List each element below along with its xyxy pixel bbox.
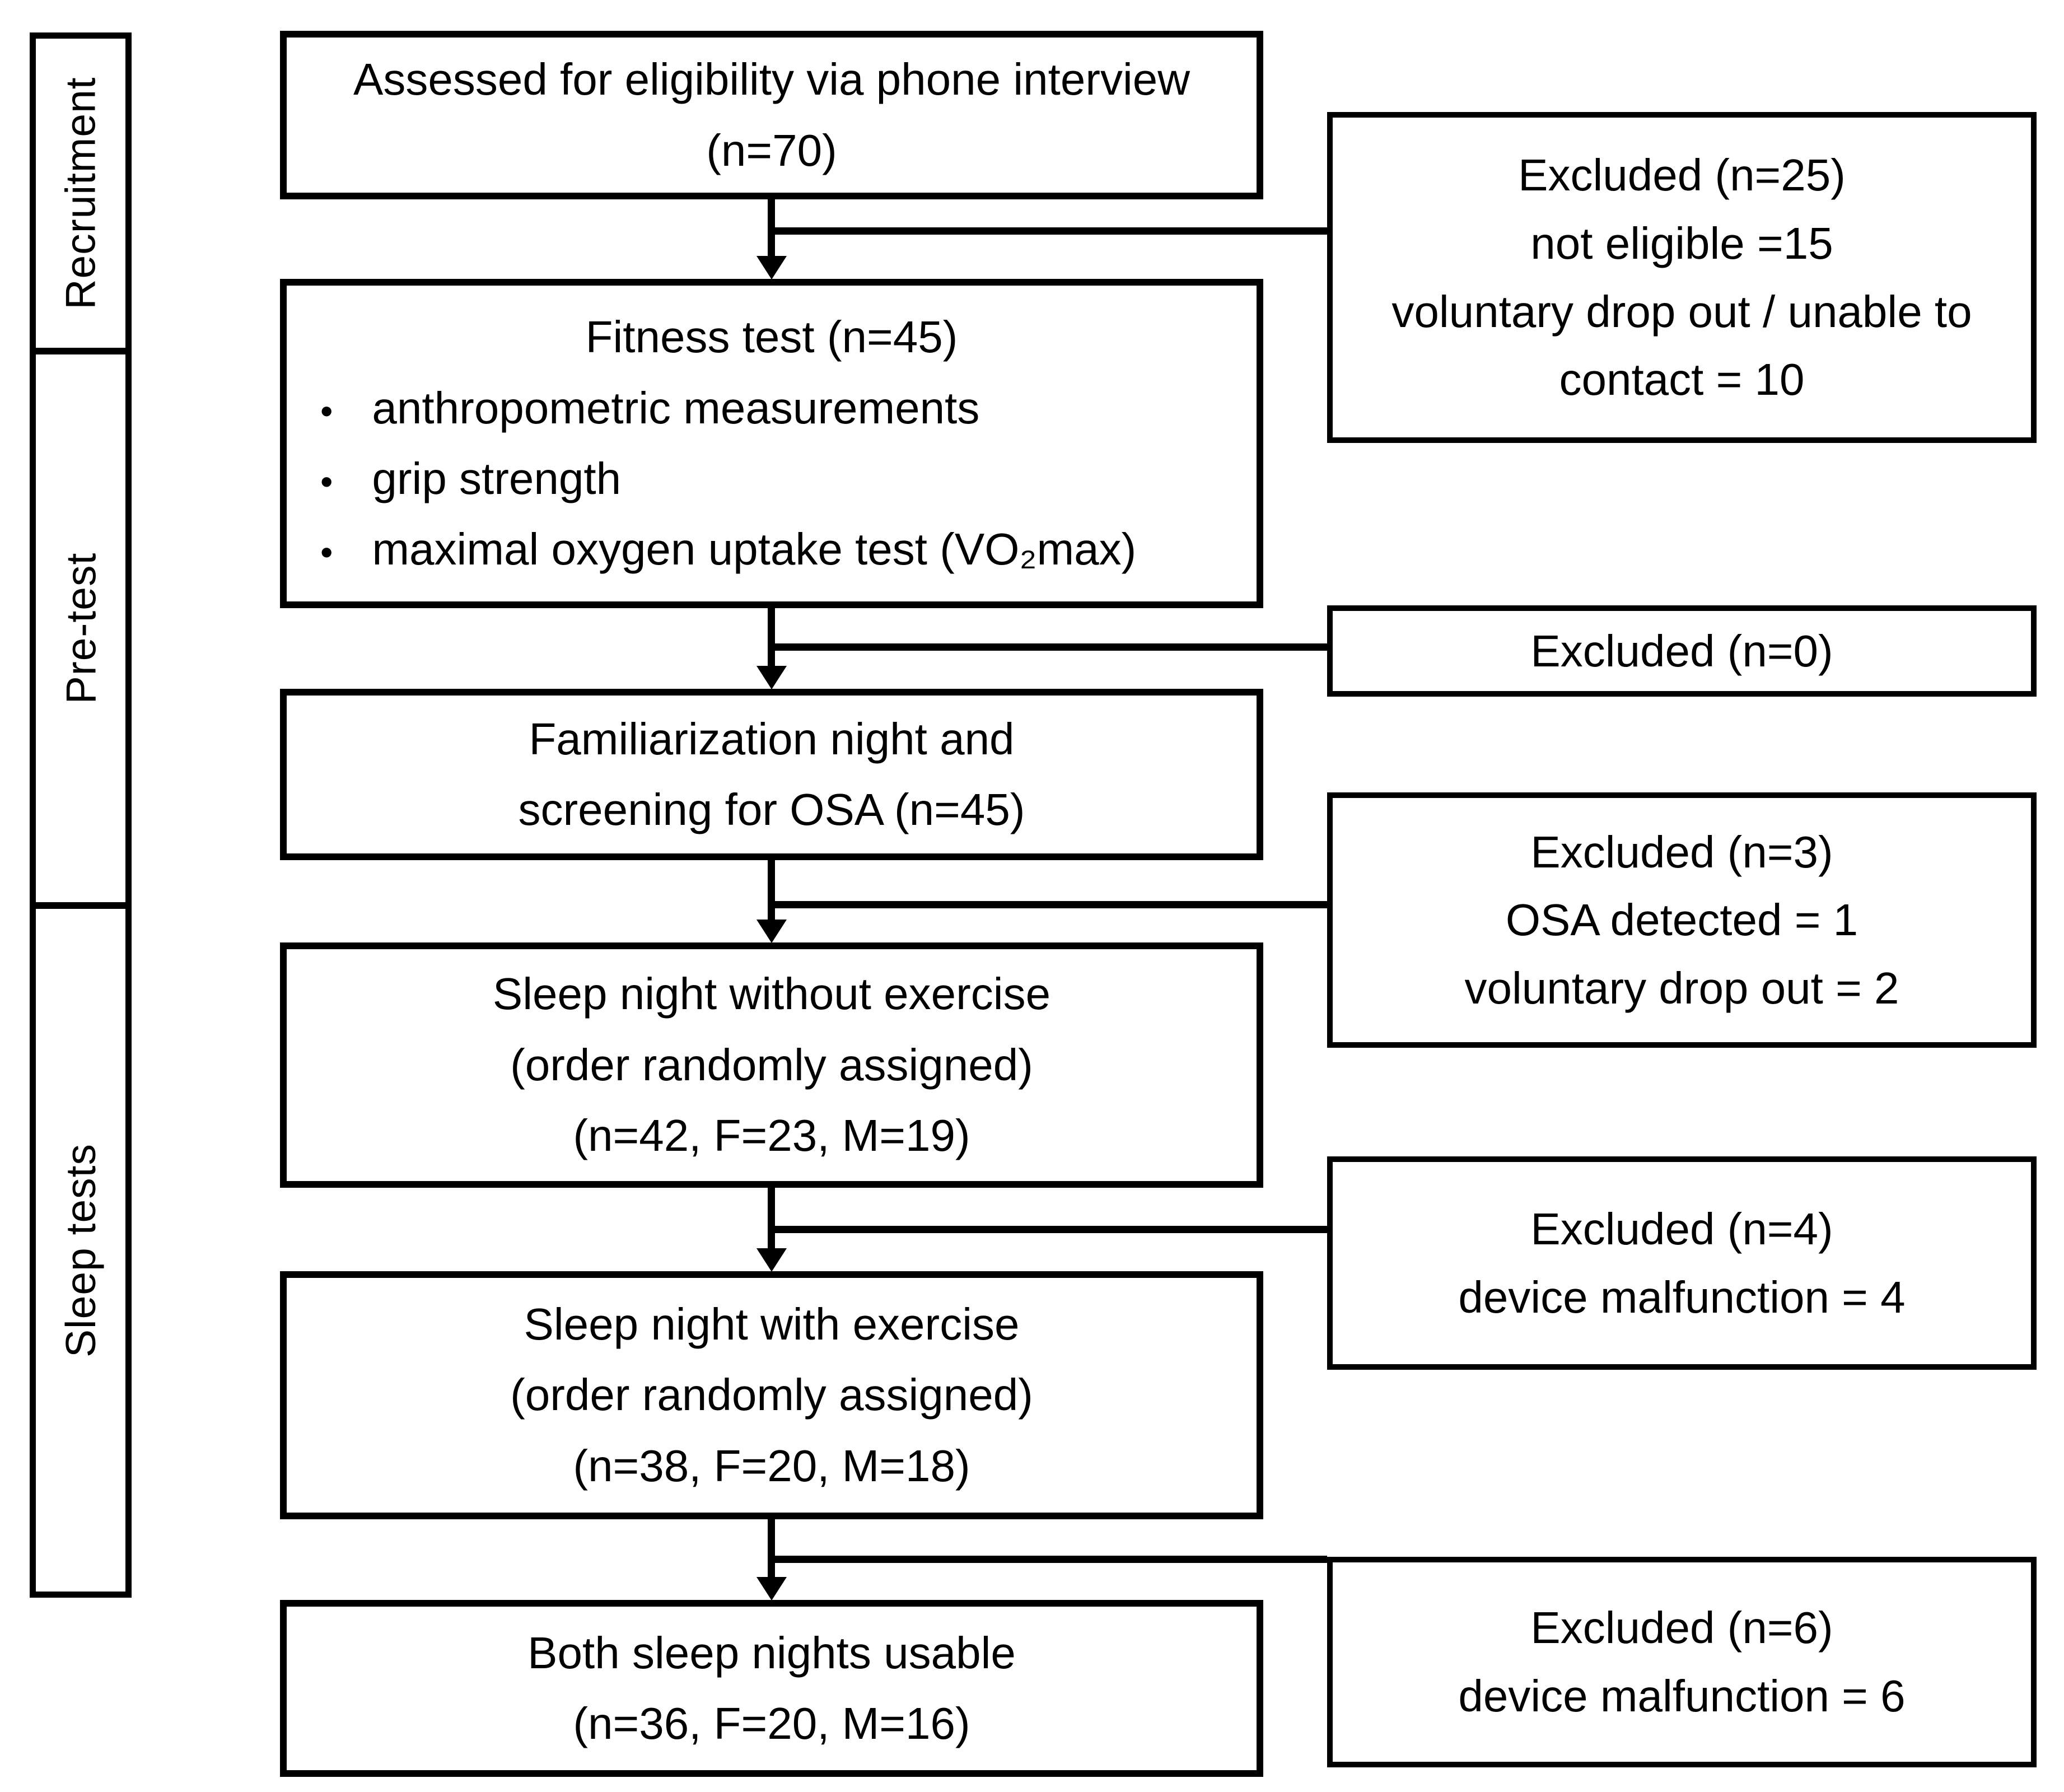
flow-box-eligibility: Assessed for eligibility via phone inter…	[280, 31, 1263, 199]
flow-box-sleep-without-exercise-line-2: (order randomly assigned)	[510, 1039, 1033, 1090]
flow-box-sleep-with-exercise-line-2: (order randomly assigned)	[510, 1370, 1033, 1420]
excluded-box-phone-screen-line-3: voluntary drop out / unable to	[1391, 286, 1972, 337]
excluded-box-osa-screening: Excluded (n=3) OSA detected = 1 voluntar…	[1327, 792, 2037, 1048]
connector-branch-3	[771, 901, 1327, 908]
flow-box-both-nights-usable: Both sleep nights usable (n=36, F=20, M=…	[280, 1600, 1263, 1777]
excluded-box-fitness-test-line-1: Excluded (n=0)	[1530, 626, 1833, 676]
excluded-box-osa-screening-line-2: OSA detected = 1	[1505, 895, 1858, 945]
connector-branch-1	[771, 227, 1327, 235]
arrow-down-icon	[757, 1577, 787, 1600]
connector-branch-5	[771, 1556, 1327, 1563]
flow-box-fitness-test: Fitness test (n=45) • anthropometric mea…	[280, 279, 1263, 608]
flow-box-both-nights-usable-line-1: Both sleep nights usable	[527, 1627, 1016, 1678]
excluded-box-phone-screen: Excluded (n=25) not eligible =15 volunta…	[1327, 112, 2037, 443]
excluded-box-night-with-exercise-line-1: Excluded (n=6)	[1530, 1603, 1833, 1653]
list-item: • grip strength	[287, 444, 1257, 514]
bullet-icon: •	[320, 532, 333, 573]
connector-stem-3	[768, 860, 775, 922]
flow-box-sleep-with-exercise-count: (n=38, F=20, M=18)	[573, 1440, 970, 1491]
flow-box-fitness-test-title: Fitness test (n=45)	[585, 312, 958, 362]
excluded-box-fitness-test: Excluded (n=0)	[1327, 605, 2037, 697]
fitness-bullet-anthropometric: anthropometric measurements	[372, 382, 980, 433]
excluded-box-night-without-exercise-line-2: device malfunction = 4	[1458, 1272, 1906, 1322]
bullet-icon: •	[320, 390, 333, 431]
connector-stem-4	[768, 1187, 775, 1252]
flow-box-eligibility-count: (n=70)	[706, 125, 837, 175]
connector-stem-2	[768, 608, 775, 669]
excluded-box-osa-screening-line-1: Excluded (n=3)	[1530, 827, 1833, 877]
flow-box-sleep-with-exercise: Sleep night with exercise (order randoml…	[280, 1271, 1263, 1519]
flow-box-sleep-without-exercise-line-1: Sleep night without exercise	[492, 969, 1051, 1019]
phase-box-pre-test: Pre-test	[30, 348, 132, 908]
connector-branch-2	[771, 643, 1327, 651]
phase-label-pre-test: Pre-test	[57, 552, 105, 704]
phase-label-sleep-tests: Sleep tests	[57, 1143, 105, 1357]
list-item: • maximal oxygen uptake test (VO₂max)	[287, 514, 1257, 585]
excluded-box-night-without-exercise: Excluded (n=4) device malfunction = 4	[1327, 1156, 2037, 1370]
excluded-box-night-without-exercise-line-1: Excluded (n=4)	[1530, 1203, 1833, 1254]
phase-box-sleep-tests: Sleep tests	[30, 903, 132, 1598]
flow-box-sleep-without-exercise-count: (n=42, F=23, M=19)	[573, 1110, 970, 1161]
fitness-bullet-vo2max: maximal oxygen uptake test (VO₂max)	[372, 524, 1137, 575]
flow-box-familiarization-line-1: Familiarization night and	[529, 713, 1015, 764]
excluded-box-night-with-exercise-line-2: device malfunction = 6	[1458, 1671, 1906, 1721]
excluded-box-osa-screening-line-3: voluntary drop out = 2	[1464, 963, 1899, 1013]
connector-stem-5	[768, 1519, 775, 1580]
arrow-down-icon	[757, 920, 787, 943]
fitness-bullet-grip-strength: grip strength	[372, 454, 622, 503]
excluded-box-phone-screen-line-4: contact = 10	[1559, 354, 1805, 405]
excluded-box-night-with-exercise: Excluded (n=6) device malfunction = 6	[1327, 1557, 2037, 1767]
flow-box-familiarization-line-2: screening for OSA (n=45)	[518, 785, 1025, 834]
connector-branch-4	[771, 1226, 1327, 1233]
arrow-down-icon	[757, 1248, 787, 1272]
flow-box-sleep-with-exercise-line-1: Sleep night with exercise	[524, 1299, 1020, 1349]
flow-box-both-nights-usable-count: (n=36, F=20, M=16)	[573, 1698, 970, 1748]
flow-box-sleep-without-exercise: Sleep night without exercise (order rand…	[280, 942, 1263, 1188]
phase-label-recruitment: Recruitment	[57, 77, 105, 310]
flow-box-eligibility-line: Assessed for eligibility via phone inter…	[353, 54, 1190, 105]
bullet-icon: •	[320, 461, 333, 502]
arrow-down-icon	[757, 666, 787, 689]
phase-box-recruitment: Recruitment	[30, 32, 132, 354]
list-item: • anthropometric measurements	[287, 373, 1257, 444]
excluded-box-phone-screen-line-2: not eligible =15	[1530, 218, 1833, 268]
arrow-down-icon	[757, 256, 787, 279]
excluded-box-phone-screen-line-1: Excluded (n=25)	[1518, 150, 1846, 200]
flow-box-familiarization: Familiarization night and screening for …	[280, 689, 1263, 860]
